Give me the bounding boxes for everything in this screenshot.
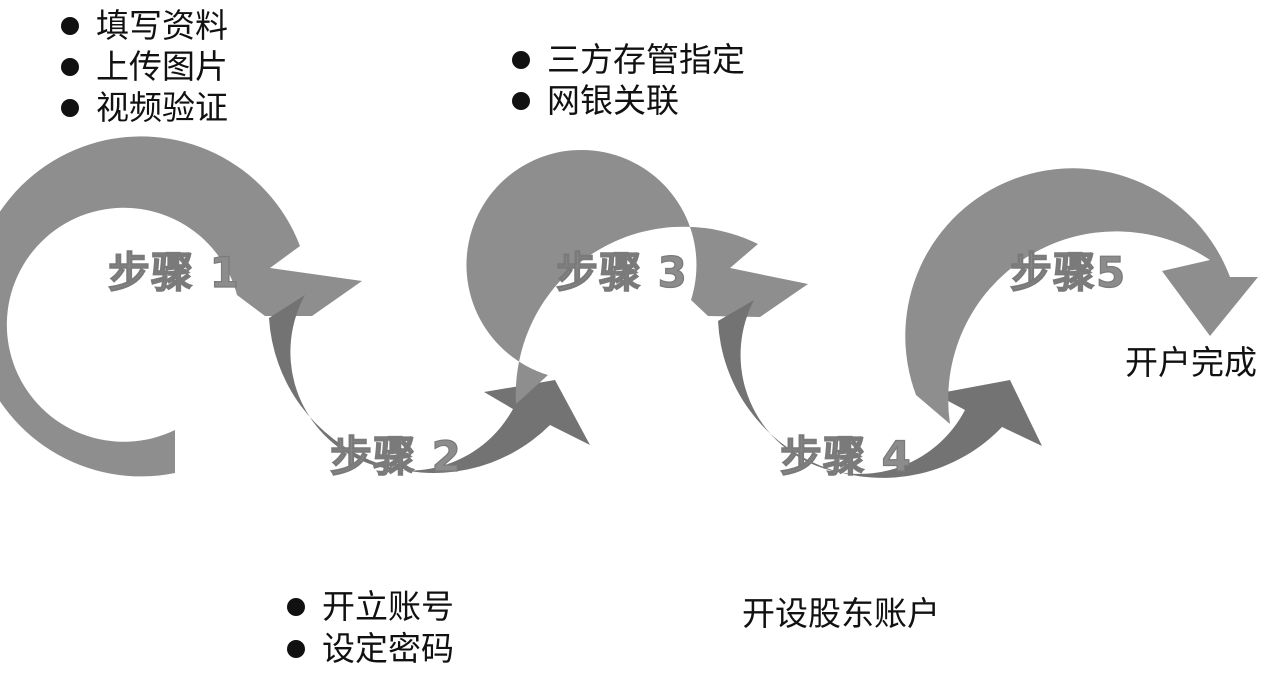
- step-1-note-2: 上传图片: [96, 47, 228, 86]
- step-4-caption: 开设股东账户: [742, 594, 940, 633]
- step-3-note-2: 网银关联: [547, 81, 679, 120]
- step-3-notes: 三方存管指定 网银关联: [512, 40, 745, 120]
- step-2-notes: 开立账号 设定密码: [287, 587, 454, 668]
- bullet-dot: [512, 92, 530, 110]
- step-1-label: 步骤 1: [108, 248, 240, 297]
- step-2-note-2: 设定密码: [322, 629, 454, 668]
- bullet-dot: [61, 99, 79, 117]
- step-2-label: 步骤 2: [330, 432, 462, 481]
- step-1-notes: 填写资料 上传图片 视频验证: [61, 6, 228, 127]
- step-3-arrow: [466, 149, 808, 404]
- bullet-dot: [512, 51, 530, 69]
- step-4-label: 步骤 4: [780, 432, 912, 481]
- step-5-arrow: [905, 168, 1258, 424]
- step-4-arrow: [718, 300, 1042, 478]
- bullet-dot: [287, 598, 305, 616]
- step-2-note-1: 开立账号: [322, 587, 454, 626]
- step-2-arrow: [269, 295, 590, 473]
- step-1-arrow: [0, 136, 362, 477]
- step-labels: 步骤 1 步骤 2 步骤 3 步骤 4 步骤5: [107, 247, 1126, 481]
- bullet-dot: [61, 58, 79, 76]
- bullet-dot: [287, 640, 305, 658]
- step-5-label: 步骤5: [1010, 248, 1126, 297]
- step-3-note-1: 三方存管指定: [547, 40, 745, 79]
- step-1-note-3: 视频验证: [96, 88, 228, 127]
- step-1-note-1: 填写资料: [96, 6, 228, 45]
- bullet-dot: [61, 17, 79, 35]
- step-3-label: 步骤 3: [556, 248, 688, 297]
- step-5-caption: 开户完成: [1125, 343, 1257, 382]
- flow-arrows: [0, 136, 1258, 478]
